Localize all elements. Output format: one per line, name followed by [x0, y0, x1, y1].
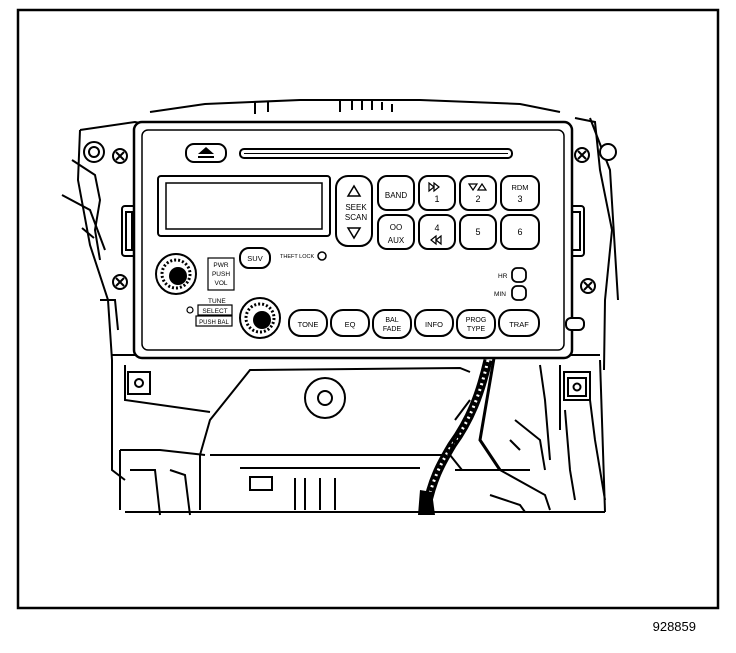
- hr-button[interactable]: [511, 267, 527, 283]
- tone-button[interactable]: TONE: [288, 309, 328, 337]
- vol-label: VOL: [214, 280, 227, 287]
- suv-label: SUV: [247, 254, 262, 263]
- push-bal-label: PUSH BAL: [199, 320, 229, 326]
- preset-4-label: 4: [434, 223, 439, 233]
- eq-button[interactable]: EQ: [330, 309, 370, 337]
- seek-label: SEEK: [345, 203, 367, 212]
- tone-label: TONE: [298, 320, 319, 329]
- push-bal-box: [195, 315, 233, 327]
- prog-type-button[interactable]: PROG TYPE: [456, 309, 496, 339]
- rdm-label: RDM: [511, 183, 528, 192]
- eject-icon: [198, 147, 214, 158]
- preset-6-label: 6: [517, 227, 522, 237]
- wire-harness: [418, 357, 502, 515]
- preset-1-button[interactable]: 1: [418, 175, 456, 211]
- fast-forward-icon: [428, 181, 440, 193]
- preset-3-label: 3: [517, 194, 522, 204]
- preset-6-button[interactable]: 6: [500, 214, 540, 250]
- theft-lock-label: THEFT LOCK: [280, 254, 314, 260]
- preset-3-button[interactable]: RDM 3: [500, 175, 540, 211]
- traf-label: TRAF: [509, 320, 529, 329]
- band-label: BAND: [385, 191, 407, 200]
- select-label: SELECT: [202, 308, 227, 315]
- push-label: PUSH: [212, 271, 230, 278]
- dash-structure: [61, 99, 619, 516]
- aux-label: AUX: [388, 236, 405, 245]
- theft-lock-led: [317, 251, 327, 261]
- preset-5-label: 5: [475, 227, 480, 237]
- prog-label: PROG: [466, 317, 487, 324]
- preset-2-button[interactable]: 2: [459, 175, 497, 211]
- radio-unit: SEEK SCAN BAND 1 2 RDM 3 OO AUX: [132, 120, 585, 360]
- preset-2-label: 2: [475, 194, 480, 204]
- folder-up-down-icon: [467, 182, 488, 192]
- bal-fade-button[interactable]: BAL FADE: [372, 309, 412, 339]
- seek-down-icon: [346, 227, 362, 240]
- select-label-box: [197, 304, 233, 316]
- suv-button[interactable]: SUV: [239, 247, 271, 269]
- mounting-screws: [83, 141, 617, 294]
- type-label: TYPE: [467, 326, 486, 333]
- band-button[interactable]: BAND: [377, 175, 415, 211]
- figure-number: 928859: [652, 619, 696, 634]
- pwr-label-box: [207, 257, 235, 291]
- info-button[interactable]: INFO: [414, 309, 454, 337]
- fade-label: FADE: [383, 326, 402, 333]
- tune-label: TUNE: [208, 298, 226, 305]
- tune-indicator-led: [186, 306, 194, 314]
- traf-button[interactable]: TRAF: [498, 309, 540, 337]
- preset-1-label: 1: [434, 194, 439, 204]
- seek-up-icon: [346, 184, 362, 197]
- preset-4-button[interactable]: 4: [418, 214, 456, 250]
- tune-knob[interactable]: [239, 297, 281, 339]
- eq-label: EQ: [345, 320, 356, 329]
- rewind-icon: [430, 234, 442, 246]
- frame-border: [16, 8, 720, 610]
- aux-icon: OO: [390, 223, 402, 232]
- min-label: MIN: [494, 291, 506, 298]
- info-label: INFO: [425, 320, 443, 329]
- display-window: [165, 182, 323, 230]
- min-button[interactable]: [511, 285, 527, 301]
- pwr-label: PWR: [213, 262, 228, 269]
- bal-label: BAL: [385, 317, 398, 324]
- scan-label: SCAN: [345, 213, 367, 222]
- seek-scan-button[interactable]: SEEK SCAN: [335, 175, 373, 247]
- hr-label: HR: [498, 273, 508, 280]
- preset-5-button[interactable]: 5: [459, 214, 497, 250]
- aux-button[interactable]: OO AUX: [377, 214, 415, 250]
- power-volume-knob[interactable]: [155, 253, 197, 295]
- right-latch: [565, 317, 585, 331]
